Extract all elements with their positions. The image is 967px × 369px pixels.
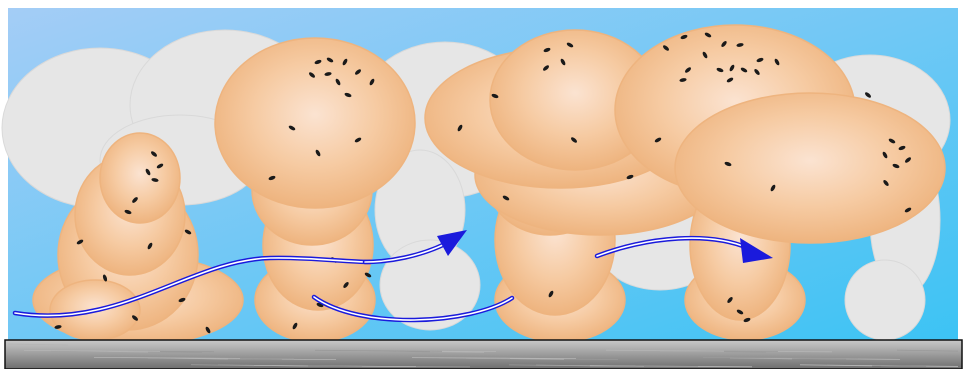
substratum-surface <box>5 340 962 369</box>
colony-1-cap <box>100 133 180 223</box>
colony-4-head <box>675 93 945 243</box>
cloud <box>845 260 925 340</box>
